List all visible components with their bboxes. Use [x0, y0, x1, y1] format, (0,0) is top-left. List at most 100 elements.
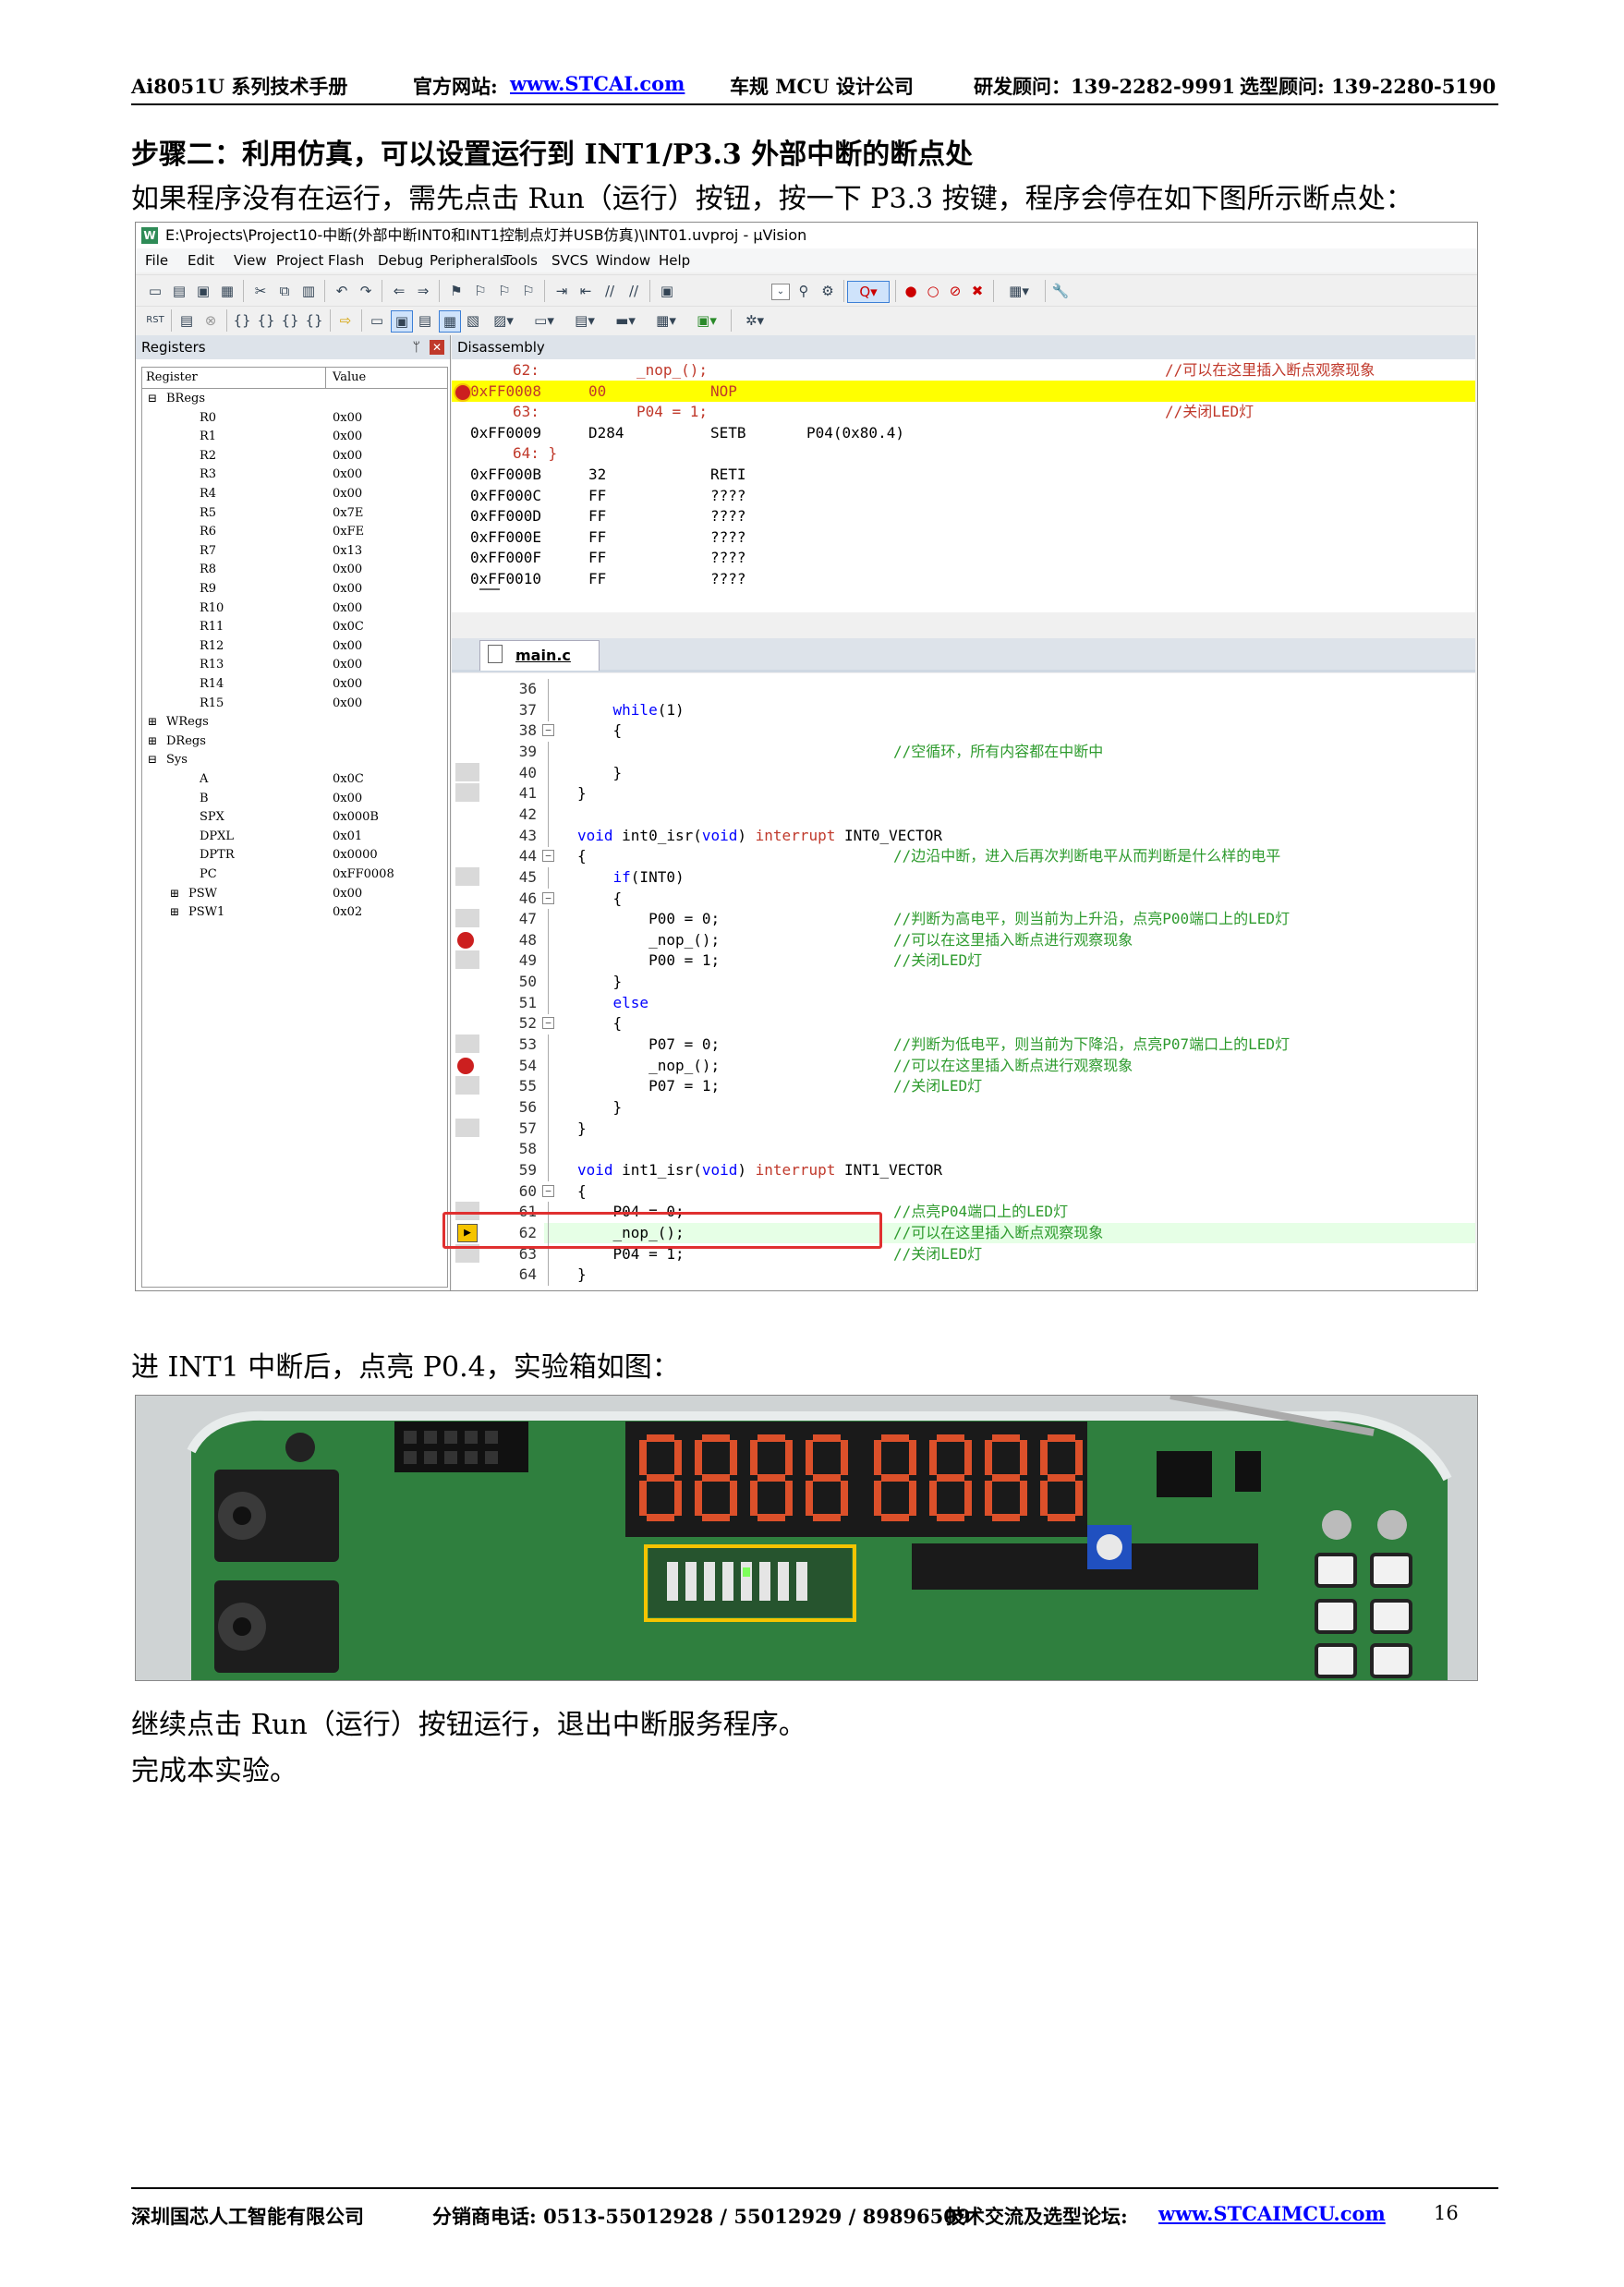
debug-session-icon[interactable]: Q▾: [847, 281, 890, 303]
analysis-window-icon[interactable]: ▬▾: [615, 312, 636, 329]
menu-svcs[interactable]: SVCS: [551, 252, 588, 269]
gutter-marker[interactable]: [452, 720, 479, 739]
watch-window-icon[interactable]: ▨▾: [493, 312, 514, 329]
breakpoint-icon[interactable]: [457, 931, 474, 949]
toolbox-icon[interactable]: ✲▾: [745, 312, 765, 329]
nav-back-icon[interactable]: ⇐: [393, 283, 406, 299]
command-window-icon[interactable]: ▭: [370, 312, 384, 329]
gutter-marker[interactable]: [452, 1181, 479, 1200]
breakpoint-icon[interactable]: [457, 1057, 474, 1074]
code-line[interactable]: 61 P04 = 0;//点亮P04端口上的LED灯: [452, 1202, 1475, 1224]
fold-toggle-icon[interactable]: −: [542, 891, 554, 904]
code-line[interactable]: 58: [452, 1139, 1475, 1161]
tree-expander-icon[interactable]: ⊞: [148, 715, 158, 729]
disassembly-row[interactable]: 62:_nop_();//可以在这里插入断点观察现象: [452, 359, 1475, 381]
trace-window-icon[interactable]: ▦▾: [656, 312, 676, 329]
gutter-marker[interactable]: ▶: [452, 1223, 479, 1242]
insert-breakpoint-icon[interactable]: ●: [904, 283, 917, 299]
show-next-statement-icon[interactable]: ⇨: [339, 312, 352, 329]
nav-forward-icon[interactable]: ⇒: [417, 283, 430, 299]
gutter-marker[interactable]: [452, 889, 479, 907]
footer-forum-link[interactable]: www.STCAIMCU.com: [1158, 2202, 1386, 2225]
tab-main-c[interactable]: main.c: [479, 640, 600, 671]
gutter-marker[interactable]: [452, 679, 479, 697]
disassembly-row[interactable]: 64: }: [452, 442, 1475, 464]
new-file-icon[interactable]: ▭: [148, 283, 163, 299]
bookmark-icon[interactable]: ⚑: [450, 283, 463, 299]
bookmark-next-icon[interactable]: ⚐: [498, 283, 511, 299]
run-to-cursor-icon[interactable]: {}: [305, 312, 323, 329]
tree-expander-icon[interactable]: ⊞: [148, 733, 158, 747]
fold-toggle-icon[interactable]: −: [542, 724, 554, 737]
call-stack-icon[interactable]: ▧: [466, 312, 480, 329]
gutter-marker[interactable]: [452, 1013, 479, 1032]
disassembly-window-icon[interactable]: ▣: [391, 310, 413, 333]
stop-icon[interactable]: ⊗: [204, 312, 217, 329]
code-line[interactable]: 40 }: [452, 762, 1475, 784]
menu-help[interactable]: Help: [659, 252, 691, 269]
comment-icon[interactable]: //: [604, 283, 615, 299]
code-line[interactable]: 53 P07 = 0;//判断为低电平，则当前为下降沿，点亮P07端口上的LED…: [452, 1035, 1475, 1057]
gutter-marker[interactable]: [452, 1265, 479, 1283]
tree-expander-icon[interactable]: ⊞: [170, 886, 180, 900]
gutter-marker[interactable]: [455, 762, 479, 781]
gutter-marker[interactable]: [452, 972, 479, 990]
fold-toggle-icon[interactable]: −: [542, 1017, 554, 1030]
memory-window-icon[interactable]: ▭▾: [534, 312, 554, 329]
unindent-icon[interactable]: ⇤: [579, 283, 592, 299]
browse-icon[interactable]: ⚙: [821, 283, 834, 299]
code-line[interactable]: 50 }: [452, 972, 1475, 994]
copy-icon[interactable]: ⧉: [279, 283, 290, 299]
code-line[interactable]: 36: [452, 679, 1475, 700]
fold-toggle-icon[interactable]: −: [542, 850, 554, 863]
gutter-marker[interactable]: [452, 742, 479, 760]
fold-toggle-icon[interactable]: −: [542, 1184, 554, 1197]
code-line[interactable]: 45 if(INT0): [452, 866, 1475, 889]
code-line[interactable]: 46− {: [452, 889, 1475, 910]
tree-expander-icon[interactable]: ⊞: [170, 905, 180, 919]
tree-expander-icon[interactable]: ⊟: [148, 392, 158, 405]
code-line[interactable]: 51 else: [452, 992, 1475, 1014]
incremental-find-icon[interactable]: ⚲: [798, 283, 809, 299]
gutter-marker[interactable]: [455, 909, 479, 928]
menu-tools[interactable]: Tools: [503, 252, 538, 269]
menu-edit[interactable]: Edit: [188, 252, 215, 269]
system-viewer-icon[interactable]: ▣▾: [697, 312, 717, 329]
code-line[interactable]: 54 _nop_();//可以在这里插入断点进行观察现象: [452, 1055, 1475, 1077]
menu-debug[interactable]: Debug: [378, 252, 424, 269]
run-icon[interactable]: ▤: [179, 312, 194, 329]
step-out-icon[interactable]: {}: [281, 312, 299, 329]
code-line[interactable]: 52− {: [452, 1013, 1475, 1035]
code-line[interactable]: 39//空循环，所有内容都在中断中: [452, 741, 1475, 763]
reset-icon[interactable]: RST: [146, 315, 164, 325]
find-in-files-icon[interactable]: ▣: [660, 283, 674, 299]
gutter-marker[interactable]: [455, 1118, 479, 1137]
close-icon[interactable]: ✕: [430, 340, 444, 355]
redo-icon[interactable]: ↷: [359, 283, 372, 299]
serial-window-icon[interactable]: ▤▾: [575, 312, 595, 329]
symbols-window-icon[interactable]: ▤: [418, 312, 432, 329]
gutter-marker[interactable]: [452, 1056, 479, 1074]
code-line[interactable]: 49 P00 = 1;//关闭LED灯: [452, 950, 1475, 973]
gutter-marker[interactable]: [455, 866, 479, 886]
bookmark-clear-icon[interactable]: ⚐: [522, 283, 535, 299]
code-line[interactable]: 64}: [452, 1265, 1475, 1287]
step-into-icon[interactable]: {}: [233, 312, 251, 329]
enable-breakpoint-icon[interactable]: ○: [927, 283, 939, 299]
